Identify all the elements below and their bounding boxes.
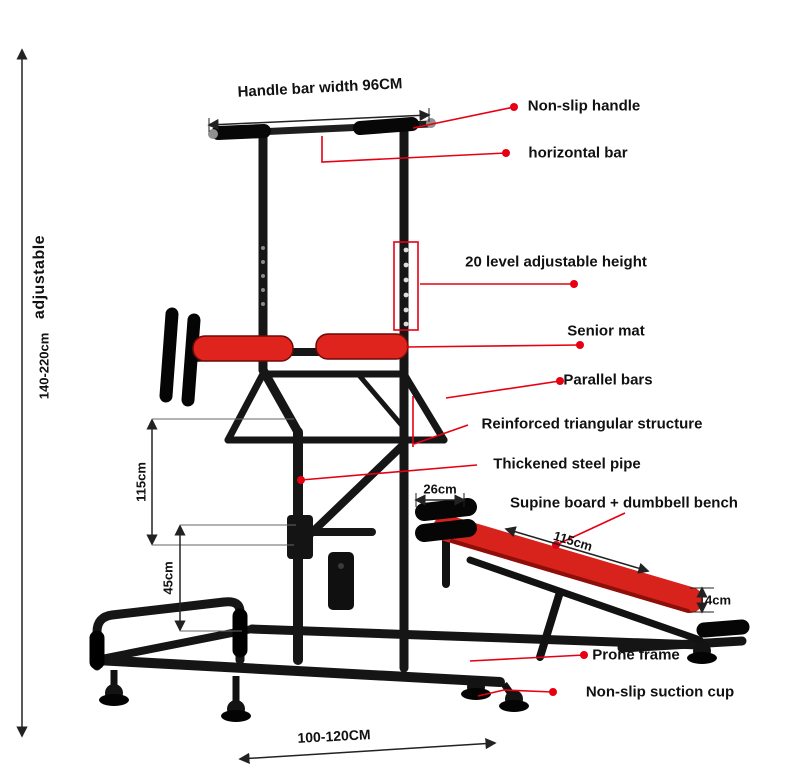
suction-cup xyxy=(461,678,491,700)
tower-frame xyxy=(186,121,448,673)
callout-parallel-bars: Parallel bars xyxy=(563,371,653,389)
callout-suction-cup: Non-slip suction cup xyxy=(585,683,735,701)
adjustment-holes xyxy=(261,246,409,327)
base-frame xyxy=(91,624,747,687)
suction-cup xyxy=(499,681,529,712)
dim-pad-26cm: 26cm xyxy=(423,481,457,497)
side-handles xyxy=(159,307,201,407)
dip-mats xyxy=(192,333,409,362)
label-adjustable: adjustable xyxy=(31,234,48,320)
prone-frame xyxy=(89,597,248,671)
suction-cup xyxy=(99,670,129,706)
suction-cup xyxy=(687,642,717,664)
callout-non-slip-handle: Non-slip handle xyxy=(527,97,641,115)
dim-lower-45cm: 45cm xyxy=(160,561,176,595)
suction-cups xyxy=(99,642,717,722)
dim-pad-4cm: 4cm xyxy=(704,592,732,608)
callout-steel-pipe: Thickened steel pipe xyxy=(493,455,641,473)
dim-height-range: 140-220cm xyxy=(36,332,52,400)
callout-prone-frame: Prone frame xyxy=(592,646,680,664)
suction-cup xyxy=(221,676,251,722)
dimension-lines xyxy=(16,48,714,765)
callout-supine-board: Supine board + dumbbell bench xyxy=(510,494,738,512)
callout-triangular-structure: Reinforced triangular structure xyxy=(481,415,703,433)
callout-horizontal-bar: horizontal bar xyxy=(528,144,628,162)
callout-adjustable-height: 20 level adjustable height xyxy=(465,253,647,271)
dim-upper-115cm: 115cm xyxy=(133,462,149,502)
callout-senior-mat: Senior mat xyxy=(567,322,645,340)
